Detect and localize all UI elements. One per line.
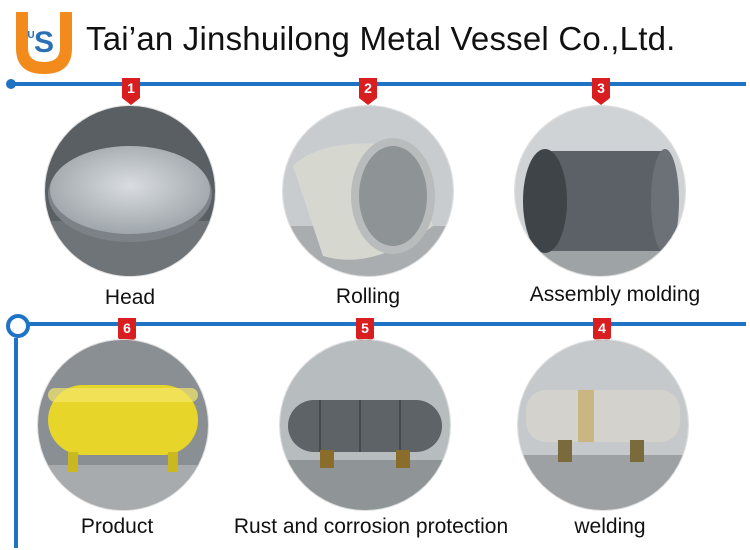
photo-head	[45, 106, 215, 276]
step-badge-1: 1	[120, 78, 142, 106]
header: S U Tai’an Jinshuilong Metal Vessel Co.,…	[0, 0, 750, 80]
timeline-left-vertical	[14, 338, 18, 548]
photo-rolling	[283, 106, 453, 276]
svg-text:U: U	[27, 30, 34, 41]
step-label-rolling: Rolling	[335, 285, 401, 308]
step-badge-4: 4	[591, 318, 613, 346]
timeline-top	[10, 82, 746, 86]
step-label-head: Head	[104, 286, 156, 309]
step-badge-6: 6	[116, 318, 138, 346]
step-badge-5: 5	[354, 318, 376, 346]
timeline-node-ring	[6, 314, 30, 338]
step-label-product: Product	[80, 515, 154, 538]
svg-text:S: S	[34, 26, 54, 59]
timeline-bottom	[28, 322, 746, 326]
photo-product	[38, 340, 208, 510]
step-label-welding: welding	[574, 515, 646, 538]
company-name: Tai’an Jinshuilong Metal Vessel Co.,Ltd.	[86, 20, 676, 57]
step-label-rust-corrosion-protection: Rust and corrosion protection	[233, 515, 509, 538]
step-badge-3: 3	[590, 78, 612, 106]
company-logo: S U	[8, 8, 80, 80]
step-label-assembly-molding: Assembly molding	[529, 283, 701, 306]
step-badge-2: 2	[357, 78, 379, 106]
photo-rust-corrosion-protection	[280, 340, 450, 510]
photo-assembly-molding	[515, 106, 685, 276]
photo-welding	[518, 340, 688, 510]
